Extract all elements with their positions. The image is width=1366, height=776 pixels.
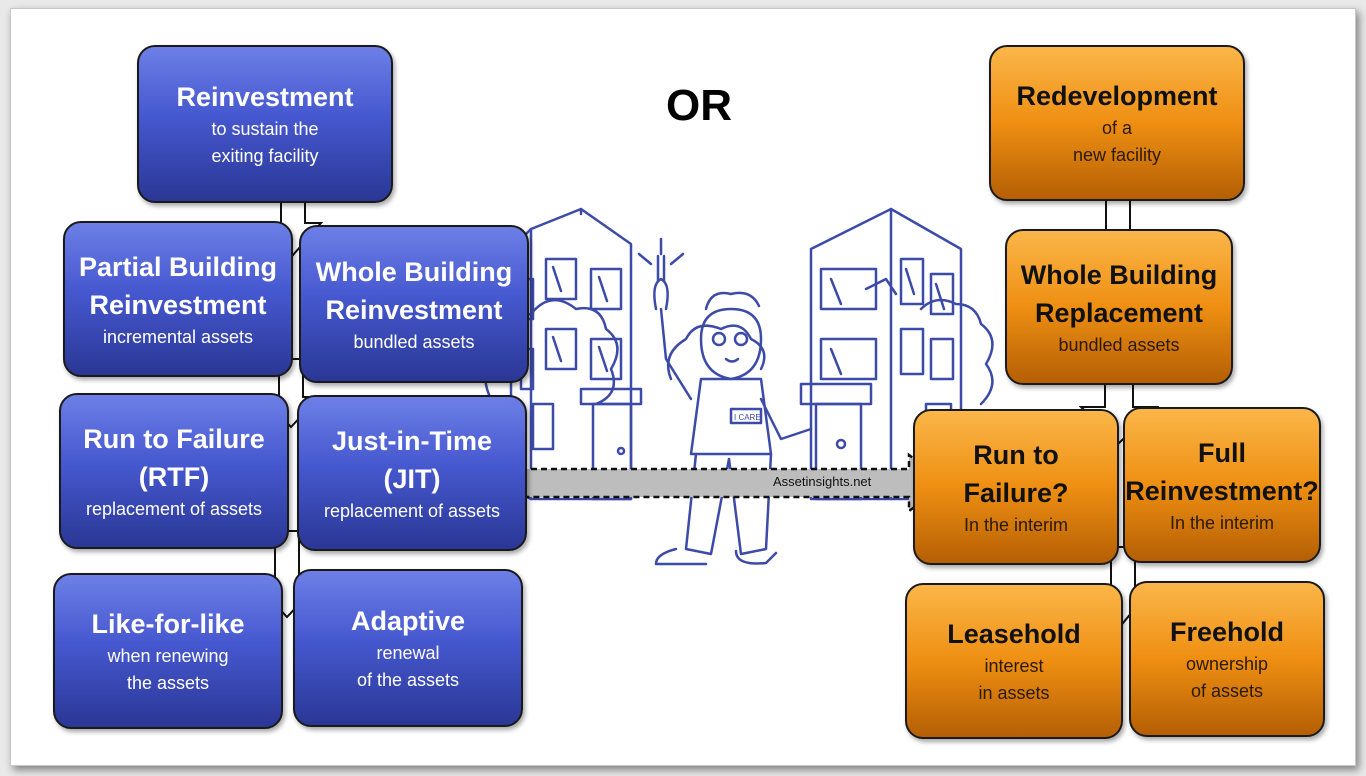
badge-text: I CARE: [734, 413, 761, 422]
whole-building-replacement-box: Whole Building Replacement bundled asset…: [1005, 229, 1233, 385]
run-to-failure-rtf-box: Run to Failure (RTF) replacement of asse…: [59, 393, 289, 549]
redevelopment-sub-line-1: of a: [1101, 118, 1133, 138]
full-reinvestment-title-line-1: Full: [1198, 437, 1246, 468]
diagram-scene: I CARE OR Assetinsights.net: [11, 9, 1355, 765]
run-to-failure-title-line-2: Failure?: [963, 477, 1069, 508]
redevelopment-sub-line-2: new facility: [1072, 145, 1162, 165]
like-title: Like-for-like: [91, 609, 245, 639]
redevelopment-box: Redevelopment of a new facility: [989, 45, 1245, 201]
rtf-sub: replacement of assets: [85, 498, 263, 519]
whole-building-reinvestment-box: Whole Building Reinvestment bundled asse…: [299, 225, 529, 383]
source-label: Assetinsights.net: [773, 474, 872, 489]
rtf-title-line-1: Run to Failure: [83, 423, 265, 454]
partial-title-line-2: Reinvestment: [89, 289, 267, 320]
rtf-title-line-2: (RTF): [138, 461, 210, 492]
full-reinvestment-title-line-2: Reinvestment?: [1125, 475, 1319, 506]
full-reinvestment-sub: In the interim: [1169, 512, 1275, 533]
adaptive-title: Adaptive: [350, 606, 466, 636]
just-in-time-jit-box: Just-in-Time (JIT) replacement of assets: [297, 395, 527, 551]
adaptive-sub-line-1: renewal: [376, 643, 440, 663]
leasehold-box: Leasehold interest in assets: [905, 583, 1123, 739]
like-sub-line-1: when renewing: [107, 646, 229, 666]
partial-building-reinvestment-box: Partial Building Reinvestment incrementa…: [63, 221, 293, 377]
jit-title-line-2: (JIT): [383, 463, 441, 494]
tree-icon: [484, 298, 994, 406]
freehold-box: Freehold ownership of assets: [1129, 581, 1325, 737]
run-to-failure-title-line-1: Run to: [973, 439, 1059, 470]
reinvestment-sub-line-1: to sustain the: [211, 119, 319, 139]
diagram-canvas: I CARE OR Assetinsights.net: [10, 8, 1356, 766]
freehold-sub-line-1: ownership: [1185, 654, 1269, 674]
whole-title-line-1: Whole Building: [315, 256, 513, 287]
leasehold-sub-line-2: in assets: [978, 683, 1050, 703]
building-icon: [799, 207, 963, 501]
replacement-title-line-2: Replacement: [1034, 297, 1204, 328]
replacement-title-line-1: Whole Building: [1020, 259, 1218, 290]
or-label: OR: [666, 81, 732, 130]
right-arrow-icon: [499, 452, 950, 514]
partial-title-line-1: Partial Building: [78, 251, 278, 282]
run-to-failure-question-box: Run to Failure? In the interim: [913, 409, 1119, 565]
whole-title-line-2: Reinvestment: [325, 294, 503, 325]
freehold-title: Freehold: [1169, 617, 1284, 647]
adaptive-box: Adaptive renewal of the assets: [293, 569, 523, 727]
reinvestment-title: Reinvestment: [176, 82, 354, 112]
person-with-key-icon: [637, 237, 813, 566]
adaptive-sub-line-2: of the assets: [356, 670, 460, 690]
freehold-sub-line-2: of assets: [1190, 681, 1264, 701]
jit-sub: replacement of assets: [323, 500, 501, 521]
reinvestment-sub-line-2: exiting facility: [211, 146, 319, 166]
run-to-failure-sub: In the interim: [963, 514, 1069, 535]
reinvestment-box: Reinvestment to sustain the exiting faci…: [137, 45, 393, 203]
leasehold-title: Leasehold: [947, 619, 1081, 649]
leasehold-sub-line-1: interest: [984, 656, 1044, 676]
like-sub-line-2: the assets: [126, 673, 210, 693]
full-reinvestment-question-box: Full Reinvestment? In the interim: [1123, 407, 1321, 563]
partial-sub: incremental assets: [102, 326, 254, 347]
like-for-like-box: Like-for-like when renewing the assets: [53, 573, 283, 729]
whole-sub: bundled assets: [353, 331, 475, 352]
replacement-sub: bundled assets: [1058, 334, 1180, 355]
redevelopment-title: Redevelopment: [1016, 81, 1218, 111]
jit-title-line-1: Just-in-Time: [331, 425, 493, 456]
